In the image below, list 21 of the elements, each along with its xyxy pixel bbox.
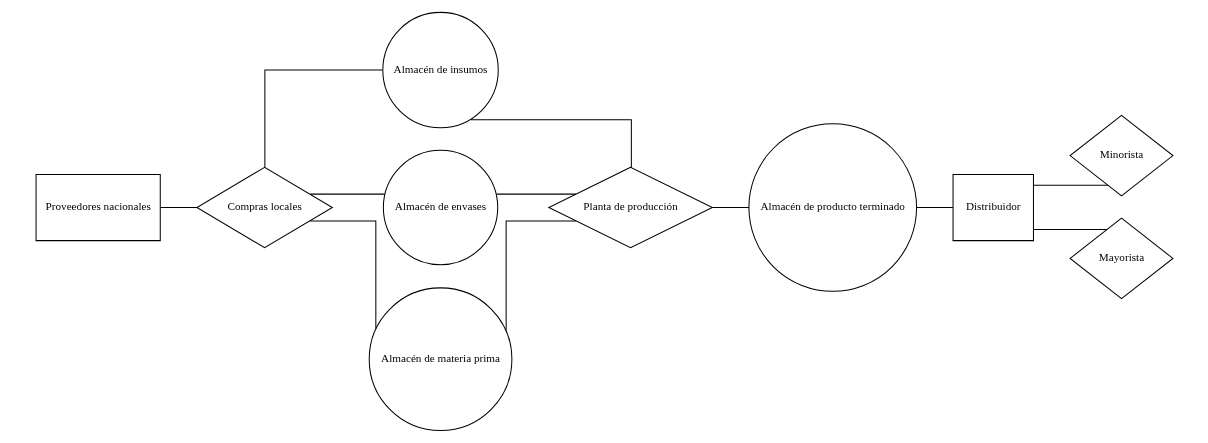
connector — [505, 220, 576, 332]
node-diamond: Minorista — [1068, 114, 1174, 197]
node-circle: Almacén de materia prima — [368, 287, 512, 432]
node-diamond: Mayorista — [1068, 217, 1174, 300]
node-circle: Almacén de producto terminado — [747, 123, 917, 292]
node-diamond: Compras locales — [195, 166, 333, 249]
connector — [711, 207, 750, 209]
connector — [263, 69, 383, 168]
node-circle: Almacén de insumos — [381, 11, 499, 129]
connector — [915, 207, 953, 209]
connector — [469, 119, 632, 168]
node-diamond: Planta de producción — [547, 166, 713, 249]
node-box: Distribuidor — [952, 173, 1034, 242]
connector — [308, 220, 376, 330]
node-circle: Almacén de envases — [382, 149, 498, 266]
connector — [159, 207, 197, 209]
connector — [1032, 228, 1108, 230]
connector — [308, 193, 385, 195]
connector — [1032, 184, 1108, 186]
node-box: Proveedores nacionales — [35, 173, 161, 242]
connector — [495, 193, 576, 195]
